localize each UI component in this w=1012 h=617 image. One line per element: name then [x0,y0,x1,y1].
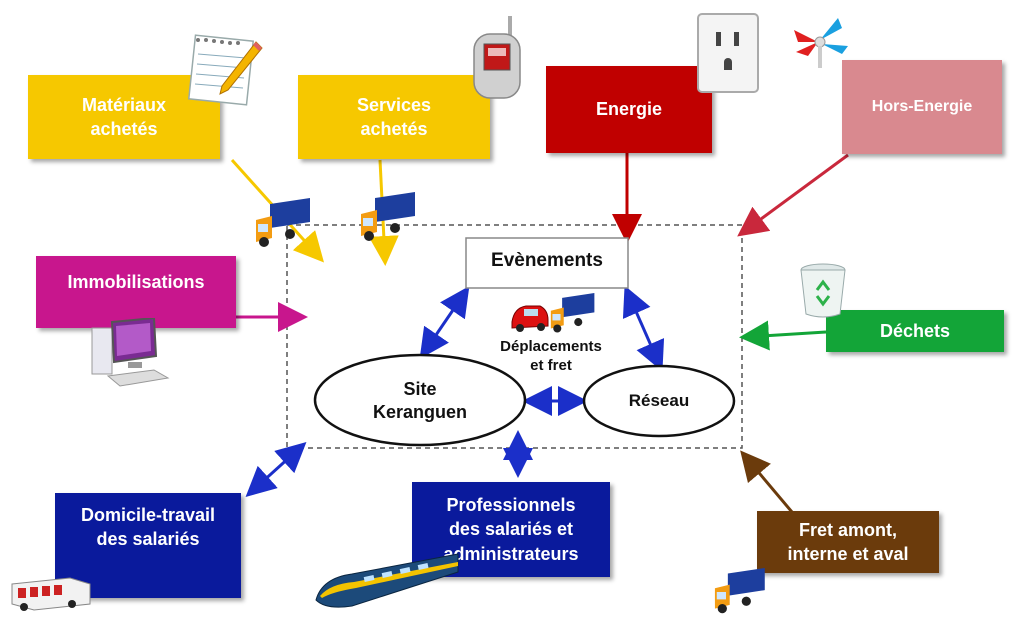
evenements-rect [465,237,629,289]
site-label: Site Keranguen [372,379,468,423]
box-services: Services achetés [298,75,490,159]
trash-bin-icon [800,263,846,318]
deplacements-label: Déplacements et fret [500,338,602,374]
truck-icon [361,192,415,241]
truck-icon [550,293,595,333]
perimeter-box [286,224,743,449]
truck-icon [714,568,765,614]
arrow-reseau-evenements [622,285,665,372]
box-materiaux: Matériaux achetés [28,75,220,159]
site-ellipse [313,353,527,447]
box-energie: Energie [546,66,712,153]
truck-icon [256,198,310,247]
bus-icon [11,577,91,611]
box-fret: Fret amont, interne et aval [757,511,939,573]
evenements-label: Evènements [491,250,603,271]
car-icon [511,305,549,332]
arrow-site-evenements [419,286,470,359]
arrow-fret [740,450,799,519]
phone-icon [473,16,521,99]
box-dechets: Déchets [826,310,1004,352]
notepad-icon [187,34,263,106]
box-immobilisations: Immobilisations [36,256,236,328]
fan-icon [794,18,848,68]
computer-icon [91,318,170,387]
box-hors-energie: Hors-Energie [842,60,1002,154]
box-domicile: Domicile-travail des salariés [55,493,241,598]
reseau-label: Réseau [628,391,690,410]
arrow-dechets [739,320,827,351]
power-outlet-icon [697,13,759,93]
arrow-hors-energie [737,153,849,237]
arrow-domicile [245,441,307,498]
train-icon [315,553,459,608]
reseau-ellipse [582,364,736,438]
